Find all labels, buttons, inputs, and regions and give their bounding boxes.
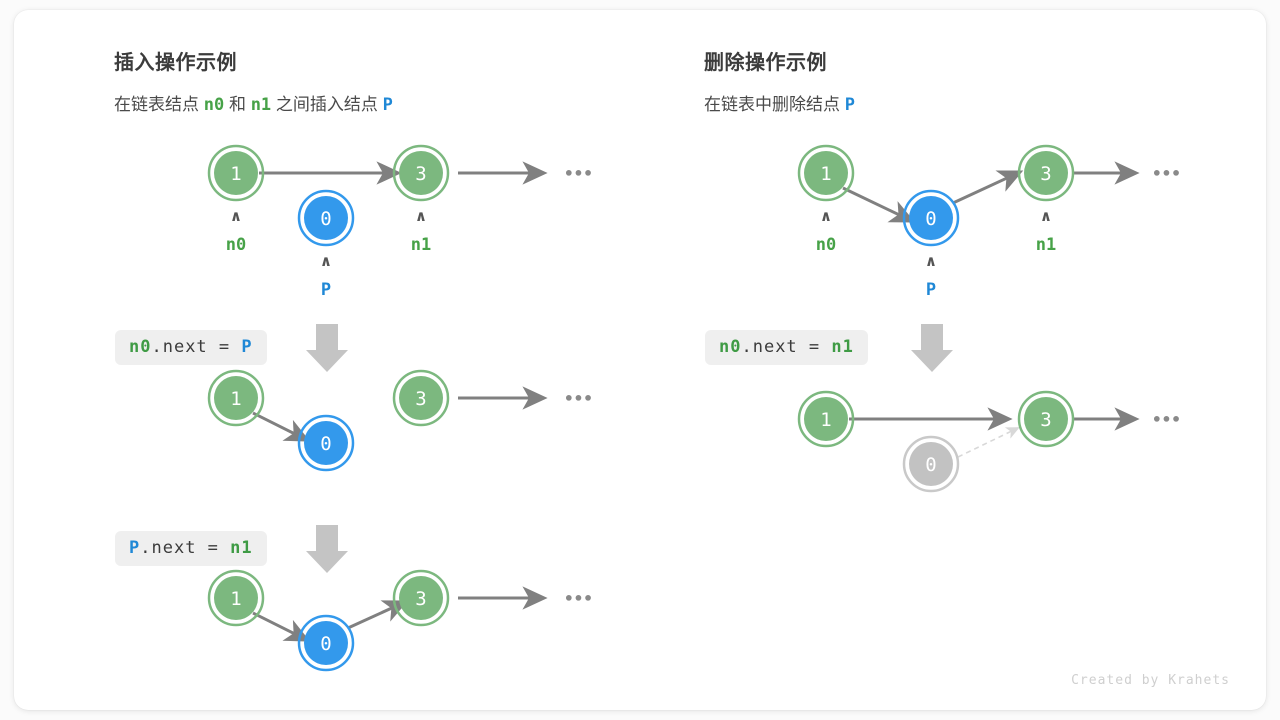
- node-value: 1: [820, 409, 831, 431]
- code-chip-insert-step1: n0.next = P: [115, 330, 267, 365]
- node-n1: 3: [392, 144, 450, 202]
- panel-title-deletion: 删除操作示例: [704, 52, 827, 74]
- ellipsis-marker: •••: [1152, 410, 1181, 429]
- diagram-row-insert-final: ••• 1 0 3: [207, 569, 593, 672]
- subtitle-token-n0: n0: [203, 95, 225, 115]
- credit-text: Created by Krahets: [1071, 673, 1230, 688]
- node-value: 3: [415, 163, 426, 185]
- caret-marker-p: ∧: [925, 252, 937, 270]
- node-n0: 1: [797, 144, 855, 202]
- node-value: 0: [925, 208, 936, 230]
- panel-title-insertion: 插入操作示例: [114, 52, 237, 74]
- subtitle-prefix: 在链表结点: [114, 95, 199, 114]
- node-n1: 3: [1017, 390, 1075, 448]
- edge-p-to-n1-removed: [957, 427, 1020, 458]
- diagram-row-delete-final: ••• 1 0 3: [797, 390, 1181, 493]
- down-arrow-insert-step1: [306, 324, 348, 372]
- node-label-n1: n1: [1036, 235, 1056, 255]
- subtitle-token-p: P: [382, 95, 393, 115]
- code-token-b: .next =: [151, 337, 242, 357]
- panel-deletion: 删除操作示例 在链表中删除结点 P: [704, 10, 1264, 710]
- panel-subtitle-insertion: 在链表结点 n0 和 n1 之间插入结点 P: [114, 90, 393, 115]
- node-n1: 3: [392, 369, 450, 427]
- node-p-deleted: 0: [902, 435, 960, 493]
- code-token-b: .next =: [741, 337, 832, 357]
- node-value: 1: [230, 163, 241, 185]
- caret-marker-p: ∧: [320, 252, 332, 270]
- caret-marker-n0: ∧: [230, 207, 242, 225]
- node-n0: 1: [797, 390, 855, 448]
- node-value: 0: [320, 208, 331, 230]
- node-value: 1: [230, 388, 241, 410]
- edge-n0-to-p: [842, 186, 916, 223]
- node-value: 3: [415, 388, 426, 410]
- node-n0: 1: [207, 144, 265, 202]
- node-p: 0: [297, 414, 355, 472]
- node-label-n1: n1: [411, 235, 431, 255]
- diagram-stage: ••• 1 ∧ n0 0 ∧ P: [14, 10, 1266, 710]
- subtitle-suffix: 之间插入结点: [275, 95, 378, 114]
- node-n0: 1: [207, 569, 265, 627]
- down-arrow-delete-step1: [911, 324, 953, 372]
- subtitle-mid: 和: [228, 95, 246, 114]
- node-value: 3: [1040, 163, 1051, 185]
- subtitle-prefix: 在链表中删除结点: [704, 95, 840, 114]
- subtitle-token-n1: n1: [250, 95, 272, 115]
- node-n1: 3: [392, 569, 450, 627]
- diagram-row-delete-initial: ••• 1 ∧ n0 0 ∧ P: [797, 144, 1181, 300]
- ellipsis-marker: •••: [564, 389, 593, 408]
- code-token-a: n0: [129, 337, 152, 357]
- down-arrow-insert-step2: [306, 525, 348, 573]
- caret-marker-n0: ∧: [820, 207, 832, 225]
- diagram-row-insert-after-step1: ••• 1 0 3: [207, 369, 593, 472]
- panel-subtitle-deletion: 在链表中删除结点 P: [704, 90, 855, 115]
- code-token-c: P: [241, 337, 253, 357]
- subtitle-token-p: P: [844, 95, 855, 115]
- code-token-c: n1: [230, 538, 253, 558]
- caret-marker-n1: ∧: [1040, 207, 1052, 225]
- node-value: 0: [320, 633, 331, 655]
- edge-n0-to-p: [252, 611, 311, 642]
- node-p: 0: [297, 614, 355, 672]
- node-p: 0: [297, 189, 355, 247]
- node-label-n0: n0: [226, 235, 246, 255]
- code-token-c: n1: [831, 337, 854, 357]
- code-token-b: .next =: [140, 538, 231, 558]
- node-p: 0: [902, 189, 960, 247]
- code-chip-delete-step1: n0.next = n1: [705, 330, 868, 365]
- node-value: 1: [820, 163, 831, 185]
- diagram-card: 插入操作示例 在链表结点 n0 和 n1 之间插入结点 P 删除操作示例 在链表…: [14, 10, 1266, 710]
- node-label-n0: n0: [816, 235, 836, 255]
- diagram-row-insert-initial: ••• 1 ∧ n0 0 ∧ P: [207, 144, 593, 300]
- node-value: 0: [320, 433, 331, 455]
- caret-marker-n1: ∧: [415, 207, 427, 225]
- ellipsis-marker: •••: [1152, 164, 1181, 183]
- node-n1: 3: [1017, 144, 1075, 202]
- node-label-p: P: [926, 280, 936, 300]
- ellipsis-marker: •••: [564, 589, 593, 608]
- node-n0: 1: [207, 369, 265, 427]
- edge-n0-to-p: [252, 411, 311, 442]
- node-value: 0: [925, 454, 936, 476]
- node-value: 3: [1040, 409, 1051, 431]
- node-label-p: P: [321, 280, 331, 300]
- edge-p-to-n1: [952, 170, 1024, 205]
- panel-insertion: 插入操作示例 在链表结点 n0 和 n1 之间插入结点 P: [114, 10, 694, 710]
- code-token-a: P: [129, 538, 141, 558]
- code-token-a: n0: [719, 337, 742, 357]
- ellipsis-marker: •••: [564, 164, 593, 183]
- node-value: 1: [230, 588, 241, 610]
- node-value: 3: [415, 588, 426, 610]
- code-chip-insert-step2: P.next = n1: [115, 531, 267, 566]
